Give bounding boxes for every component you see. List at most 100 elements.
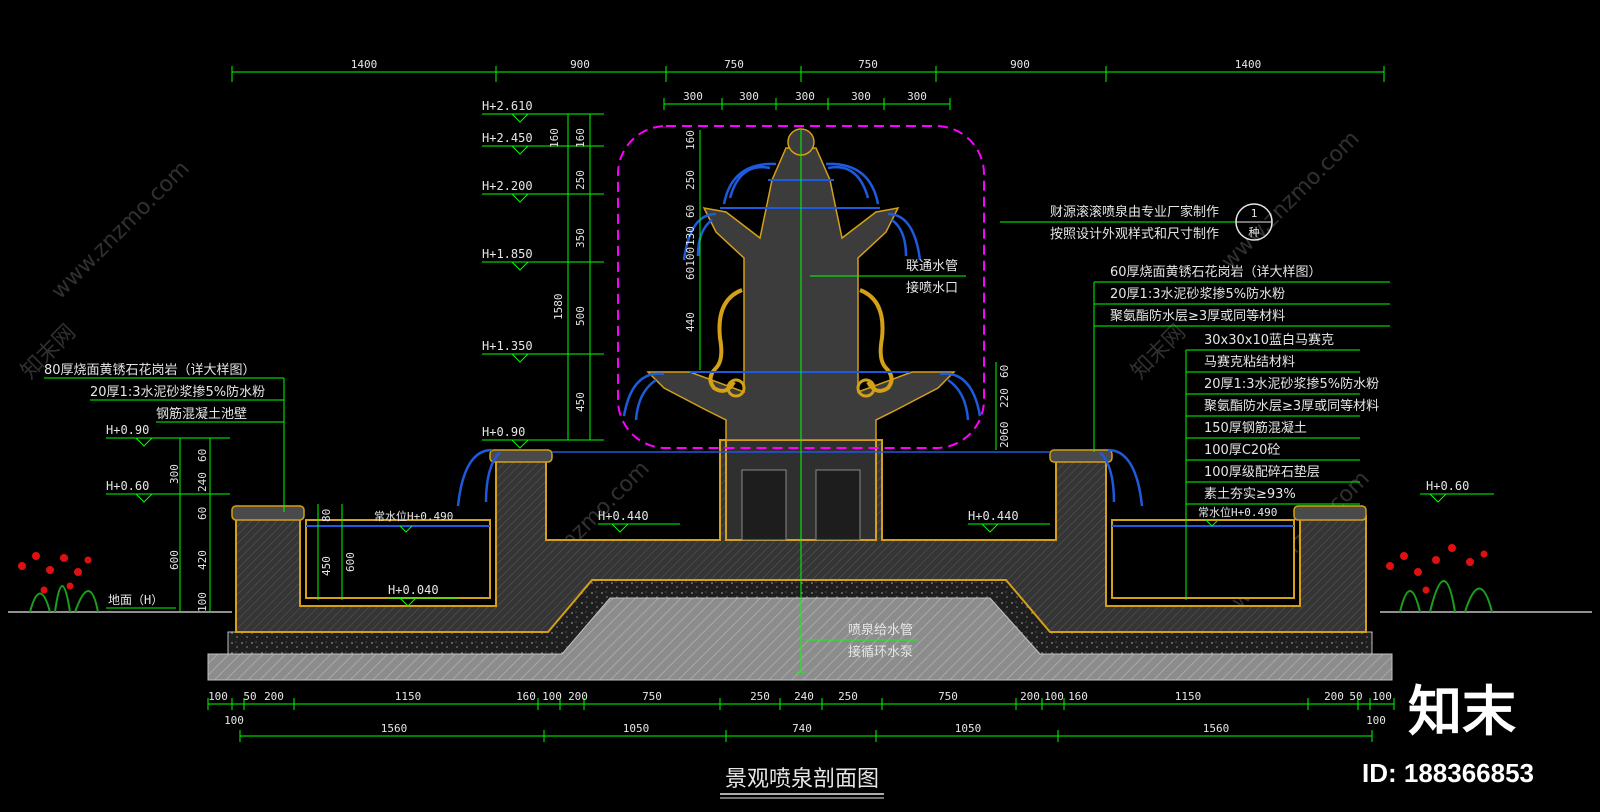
dim-label: 740 [792,722,812,735]
left-wall-dims [106,437,343,612]
dim-label: 1400 [1235,58,1262,71]
dim-label: 600 [168,550,181,570]
note-text: 钢筋混凝土池壁 [156,406,247,422]
dim-label: 50 [243,690,256,703]
dim-label: 200 [264,690,284,703]
level-label: H+0.60 [106,479,149,493]
dim-label: 240 [794,690,814,703]
note-text: 100厚级配碎石垫层 [1204,464,1320,480]
dim-label: 300 [683,90,703,103]
dim-label: 250 [684,170,697,190]
dim-label: 200 [1020,690,1040,703]
dim-label: 900 [1010,58,1030,71]
document-id: ID: 188366853 [1362,758,1534,788]
dim-label: 2060 [998,422,1011,449]
note-text: 马赛克粘结材料 [1204,354,1295,370]
note-text: 60厚烧面黄锈石花岗岩（详大样图） [1110,264,1322,280]
dim-label: 750 [642,690,662,703]
watermark-text: www.znzmo.com [47,156,195,304]
note-text: 素土夯实≥93% [1204,487,1296,502]
fountain-inner-dims: 160 250 60 130 60100 440 60 220 2060 [684,130,1011,450]
level-label: H+0.90 [106,423,149,437]
dim-label: 250 [750,690,770,703]
level-label: H+2.450 [482,131,533,145]
top-dimensions [231,66,1385,110]
note-text: 聚氨酯防水层≥3厚或同等材料 [1204,398,1379,414]
dim-label: 450 [574,392,587,412]
left-wall-labels: H+0.90 H+0.60 60 300 240 60 600 420 100 … [106,423,357,612]
dim-label: 1050 [955,722,982,735]
ground-label: 地面（H） [108,593,163,607]
dim-label: 100 [542,690,562,703]
dim-label: 100 [208,690,228,703]
dim-label: 300 [739,90,759,103]
level-label: H+2.200 [482,179,533,193]
level-label: H+0.440 [968,509,1019,523]
right-notes: 60厚烧面黄锈石花岗岩（详大样图） 20厚1:3水泥砂浆掺5%防水粉 聚氨酯防水… [1093,264,1390,600]
dim-label: 1560 [381,722,408,735]
callout-ref: 种 [1249,225,1260,239]
bottom-dimension-lines [207,698,1395,742]
pipe-notes: 联通水管 接喷水口 喷泉给水管 接循环水泵 [806,259,966,660]
dim-label: 60 [684,205,697,218]
note-text: 喷泉给水管 [848,622,913,638]
note-text: 20厚1:3水泥砂浆掺5%防水粉 [1110,286,1285,302]
dim-label: 250 [574,170,587,190]
dim-label: 450 [320,556,333,576]
drawing-title-text: 景观喷泉剖面图 [725,767,879,792]
level-label: H+0.90 [482,425,525,439]
left-level-labels: H+2.610 H+2.450 H+2.200 H+1.850 H+1.350 … [482,99,587,439]
note-text: 30x30x10蓝白马赛克 [1204,332,1334,348]
dim-label: 500 [574,306,587,326]
dim-label: 160 [684,130,697,150]
dim-label: 300 [168,464,181,484]
level-label: H+1.850 [482,247,533,261]
level-label: H+2.610 [482,99,533,113]
dim-label: 750 [858,58,878,71]
dim-label: 100 [196,592,209,612]
dim-label: 160 [548,128,561,148]
dim-label: 200 [1324,690,1344,703]
watermark-text: 知末网 [1127,320,1191,384]
dim-label: 300 [851,90,871,103]
dim-label: 100 [1366,714,1386,727]
note-text: 按照设计外观样式和尺寸制作 [1050,227,1219,242]
water-level-label: 常水位H+0.490 [374,509,453,523]
dim-label: 1560 [1203,722,1230,735]
dim-label: 130 [684,226,697,246]
dim-label: 60 [196,449,209,462]
dim-label: 60 [196,507,209,520]
dim-label: 1400 [351,58,378,71]
note-text: 150厚钢筋混凝土 [1204,420,1307,436]
level-label: H+1.350 [482,339,533,353]
dim-label: 100 [1044,690,1064,703]
note-text: 20厚1:3水泥砂浆掺5%防水粉 [1204,376,1379,392]
dim-label: 600 [344,552,357,572]
flower-shrub-right [1386,544,1493,613]
dim-label: 60100 [684,247,697,280]
dim-label: 160 [1068,690,1088,703]
pool-levels: 常水位H+0.490 常水位H+0.490 H+0.440 H+0.440 H+… [374,479,1494,607]
dim-label: 350 [574,228,587,248]
level-label: H+0.440 [598,509,649,523]
dim-label: 300 [907,90,927,103]
dim-label: 750 [938,690,958,703]
fountain-sculpture [456,125,1144,673]
dim-label: 160 [574,128,587,148]
dim-label: 60 [998,365,1011,378]
note-text: 100厚C20砼 [1204,443,1280,458]
note-text: 接喷水口 [906,280,958,296]
dim-label: 240 [196,472,209,492]
note-text: 20厚1:3水泥砂浆掺5%防水粉 [90,384,265,400]
watermark-text: www.znzmo.com [1217,126,1365,274]
dim-label: 250 [838,690,858,703]
dim-label: 1050 [623,722,650,735]
left-notes: 80厚烧面黄锈石花岗岩（详大样图） 20厚1:3水泥砂浆掺5%防水粉 钢筋混凝土… [44,362,285,512]
dim-label: 80 [320,509,333,522]
dim-label: 100 [1372,690,1392,703]
note-text: 接循环水泵 [848,644,913,660]
dim-label: 50 [1349,690,1362,703]
dim-label: 1580 [552,294,565,321]
callout-number: 1 [1251,207,1258,220]
